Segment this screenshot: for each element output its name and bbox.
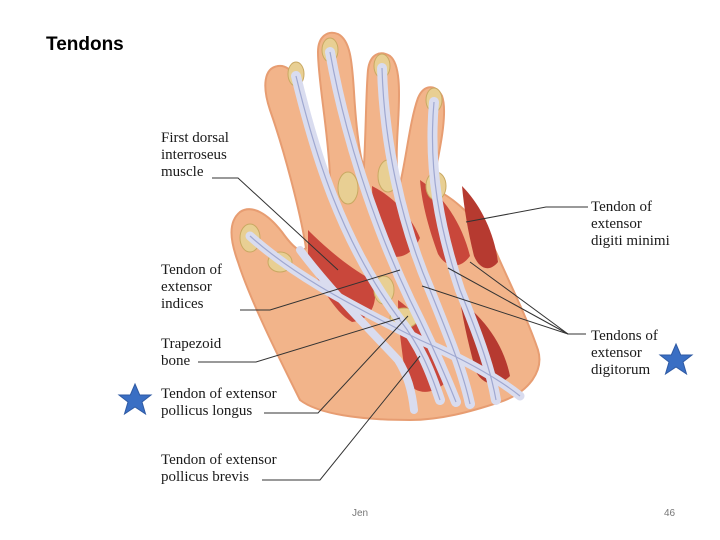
label-trapezoid: Trapezoid bone	[161, 336, 222, 369]
leader-ext-indices	[240, 269, 401, 311]
star-icon	[658, 342, 694, 376]
label-epl: Tendon of extensor pollicus longus	[161, 386, 277, 419]
label-ed: Tendons of extensor digitorum	[591, 328, 658, 378]
star-marker-right	[658, 342, 694, 376]
leader-edm	[465, 206, 588, 223]
leader-trapezoid	[198, 317, 401, 363]
star-marker-left	[117, 382, 153, 416]
leader-ed-3	[469, 261, 569, 335]
leader-first-dorsal	[212, 177, 339, 271]
label-edm: Tendon of extensor digiti minimi	[591, 199, 670, 249]
footer-author: Jen	[352, 508, 369, 519]
leader-lines	[198, 177, 588, 481]
star-icon	[117, 382, 153, 416]
label-epb: Tendon of extensor pollicus brevis	[161, 452, 277, 485]
leader-ed-2	[447, 267, 569, 335]
label-first-dorsal: First dorsal interroseus muscle	[161, 130, 229, 180]
page-number: 46	[664, 508, 676, 519]
leader-epb	[262, 355, 421, 481]
label-ext-indices: Tendon of extensor indices	[161, 262, 223, 312]
leader-epl	[264, 315, 409, 414]
slide-title: Tendons	[46, 34, 124, 55]
